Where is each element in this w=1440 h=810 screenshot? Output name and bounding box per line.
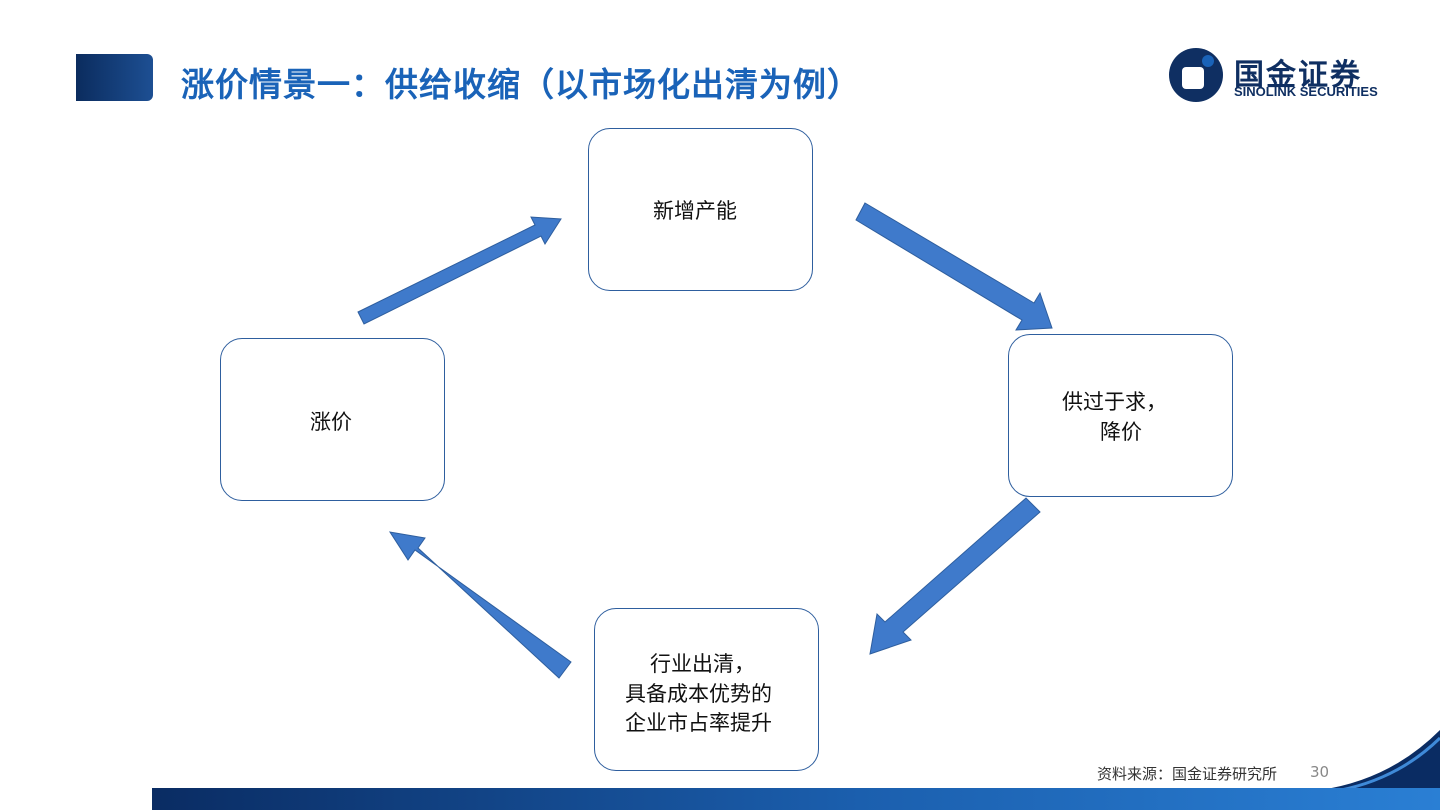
node-oversupply-line-2: 降价: [1100, 420, 1142, 444]
page-number: 30: [1310, 763, 1330, 781]
logo-icon: [1169, 48, 1223, 102]
node-industry-clearing: 行业出清， 具备成本优势的 企业市占率提升: [594, 608, 819, 771]
company-logo: 国金证券 SINOLINK SECURITIES: [1168, 47, 1418, 103]
arrow-raise-to-capacity: [357, 216, 562, 325]
node-clearing-line-3: 企业市占率提升: [625, 711, 772, 735]
node-clearing-line-1: 行业出清，: [650, 652, 755, 676]
node-oversupply-price-drop: 供过于求， 降价: [1008, 334, 1233, 497]
logo-name-en: SINOLINK SECURITIES: [1234, 84, 1378, 99]
page-title: 涨价情景一：供给收缩（以市场化出清为例）: [181, 65, 861, 104]
node-new-capacity: 新增产能: [588, 128, 813, 291]
node-new-capacity-line-1: 新增产能: [653, 199, 737, 223]
source-note: 资料来源：国金证券研究所: [1097, 765, 1278, 783]
arrow-clearing-to-raise: [388, 531, 572, 679]
logo-name-cn: 国金证券: [1234, 58, 1362, 93]
arrow-oversupply-to-clearing: [869, 497, 1041, 655]
footer-bar: [152, 788, 1440, 810]
node-oversupply-line-1: 供过于求，: [1062, 390, 1167, 414]
node-price-raise-line-1: 涨价: [310, 410, 352, 434]
node-clearing-line-2: 具备成本优势的: [625, 682, 772, 706]
title-accent-bar: [76, 54, 153, 101]
arrow-capacity-to-oversupply: [855, 202, 1053, 331]
node-price-raise: 涨价: [220, 338, 445, 501]
